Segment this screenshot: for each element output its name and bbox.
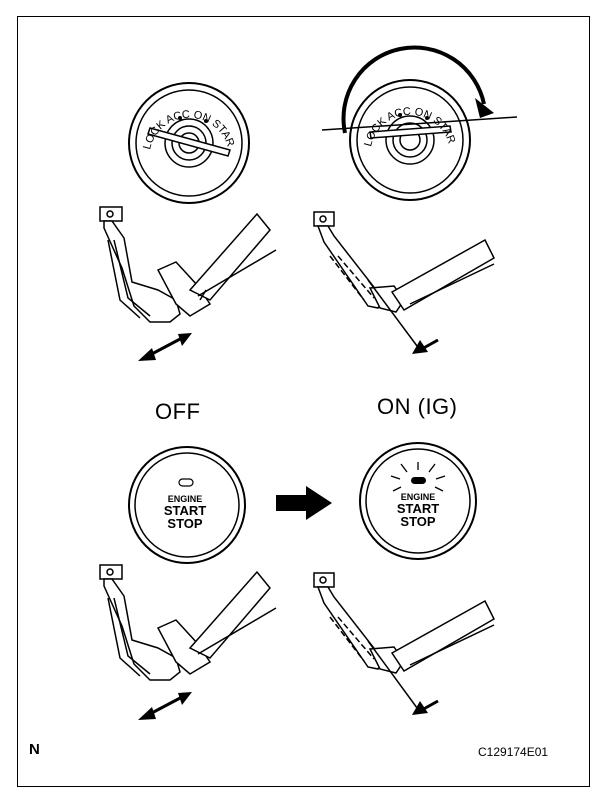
push-button-on: ENGINE START STOP <box>359 442 477 560</box>
figure-code: C129174E01 <box>478 745 549 759</box>
state-label-off: OFF <box>155 399 201 424</box>
ignition-cylinder-turning: LOCK ACC ON START <box>0 0 518 201</box>
button-text-engine-off: ENGINE <box>168 494 203 504</box>
button-text-start-off: START <box>164 503 206 518</box>
button-text-stop-off: STOP <box>167 516 202 531</box>
diagram-frame <box>17 16 590 787</box>
ignition-cylinder-lock: LOCK ACC ON START <box>0 0 250 204</box>
push-button-off: ENGINE START STOP <box>128 446 246 564</box>
button-text-engine-on: ENGINE <box>401 492 436 502</box>
corner-mark: N <box>29 741 40 758</box>
rotation-arrow-head <box>475 98 494 118</box>
brake-pedal-pressed-top <box>313 211 495 351</box>
press-arrow-bottom <box>412 699 439 715</box>
press-arrow-top <box>412 338 439 354</box>
button-text-stop-on: STOP <box>400 514 435 529</box>
brake-pedal-free-bottom <box>99 564 277 681</box>
state-label-on-ig: ON (IG) <box>377 394 458 419</box>
button-text-start-on: START <box>397 501 439 516</box>
brake-pedal-free-top <box>99 206 277 323</box>
transition-arrow <box>276 486 332 520</box>
brake-pedal-pressed-bottom <box>313 572 495 713</box>
movement-arrow-top <box>138 333 192 361</box>
movement-arrow-bottom <box>138 692 192 720</box>
